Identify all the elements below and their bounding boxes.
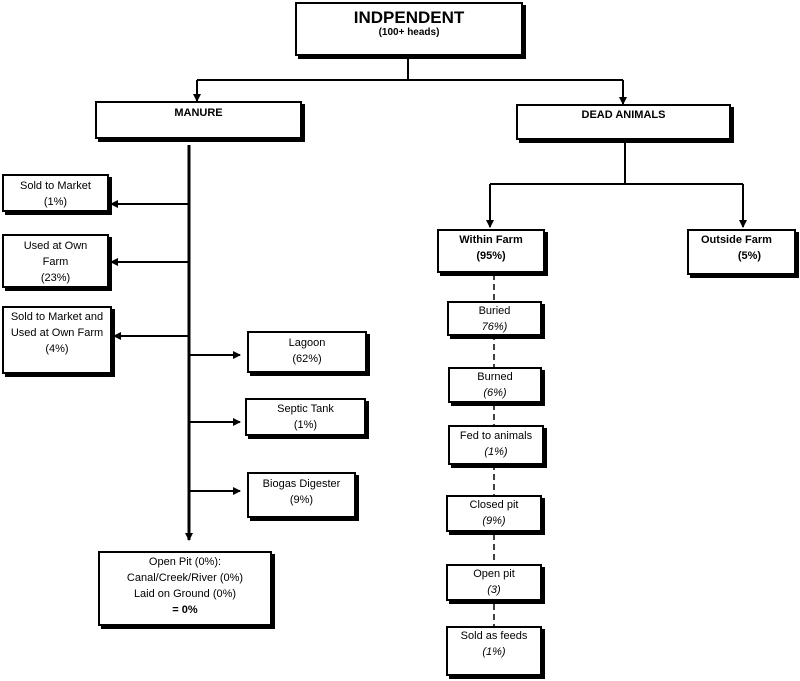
- method-buried: Buried 76%): [447, 301, 542, 336]
- within-farm-box: Within Farm (95%): [437, 229, 545, 273]
- node-value: (62%): [292, 353, 322, 365]
- node-label: Sold to Market and Used at Own Farm: [10, 311, 104, 339]
- node-label: Within Farm: [459, 234, 523, 246]
- manure-sold-and-used: Sold to Market and Used at Own Farm (4%): [2, 306, 112, 374]
- node-value: (23%): [40, 272, 71, 284]
- node-label: Septic Tank: [277, 403, 334, 415]
- node-label: Sold as feeds: [460, 630, 528, 642]
- manure-label: MANURE: [174, 107, 223, 119]
- node-value: (1%): [482, 646, 506, 658]
- method-open-pit: Open pit (3): [446, 564, 542, 601]
- node-value: (9%): [482, 515, 506, 527]
- node-value: (1%): [484, 446, 508, 458]
- manure-septic-tank: Septic Tank (1%): [245, 398, 366, 436]
- open-pit-line-2: Canal/Creek/River (0%): [126, 572, 244, 584]
- manure-open-pit: Open Pit (0%): Canal/Creek/River (0%) La…: [98, 551, 272, 626]
- node-label: Used at Own Farm: [23, 240, 88, 268]
- manure-lagoon: Lagoon (62%): [247, 331, 367, 373]
- manure-box: MANURE: [95, 101, 302, 139]
- node-value: (4%): [45, 343, 69, 355]
- node-label: Lagoon: [288, 337, 326, 349]
- manure-biogas-digester: Biogas Digester (9%): [247, 472, 356, 518]
- dead-animals-label: DEAD ANIMALS: [581, 109, 666, 121]
- node-label: Open pit: [473, 568, 515, 580]
- node-label: Closed pit: [469, 499, 519, 511]
- manure-used-at-own-farm: Used at Own Farm (23%): [2, 234, 109, 288]
- method-sold-as-feeds: Sold as feeds (1%): [446, 626, 542, 676]
- node-value: (1%): [293, 419, 318, 431]
- method-burned: Burned (6%): [448, 367, 542, 403]
- node-value: 76%): [481, 321, 508, 333]
- open-pit-total: = 0%: [172, 604, 198, 616]
- open-pit-line-1: Open Pit (0%):: [148, 556, 222, 568]
- node-label: Burned: [477, 371, 513, 383]
- dead-animals-box: DEAD ANIMALS: [516, 104, 731, 140]
- root-subtitle: (100+ heads): [378, 27, 440, 38]
- root-title: INDPENDENT: [353, 8, 465, 27]
- manure-sold-to-market: Sold to Market (1%): [2, 174, 109, 212]
- node-label: Sold to Market: [20, 180, 91, 192]
- node-label: Biogas Digester: [262, 478, 341, 490]
- node-label: Buried: [478, 305, 511, 317]
- node-value: (3): [487, 584, 501, 596]
- outside-farm-box: Outside Farm (5%): [687, 229, 796, 275]
- node-value: (5%): [737, 250, 762, 262]
- node-label: Fed to animals: [459, 430, 533, 442]
- node-value: (95%): [476, 250, 506, 262]
- open-pit-line-3: Laid on Ground (0%): [133, 588, 237, 600]
- node-value: (9%): [289, 494, 314, 506]
- node-value: (6%): [483, 387, 507, 399]
- method-fed-to-animals: Fed to animals (1%): [448, 425, 544, 465]
- node-value: (1%): [43, 196, 68, 208]
- root-box: INDPENDENT (100+ heads): [295, 2, 523, 56]
- method-closed-pit: Closed pit (9%): [446, 495, 542, 532]
- node-label: Outside Farm: [701, 234, 772, 246]
